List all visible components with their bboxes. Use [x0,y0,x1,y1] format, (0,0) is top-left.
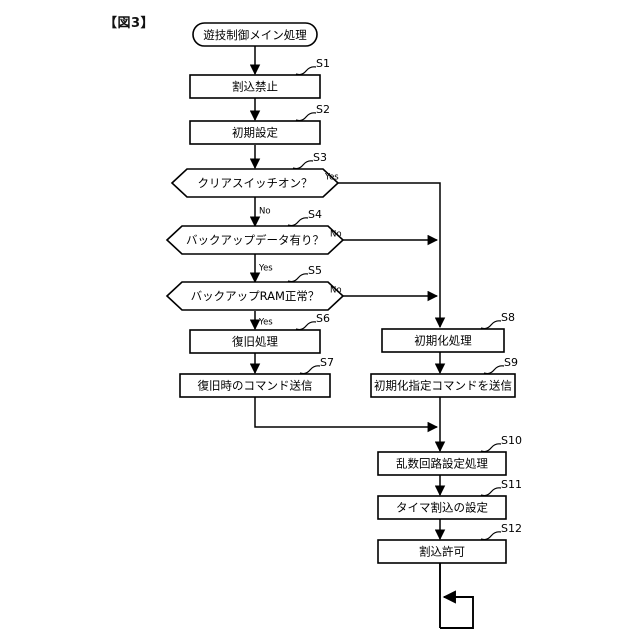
leader-s9 [483,365,505,375]
branch-label-s3-yes: Yes [324,173,339,183]
node-s12-label: 割込許可 [419,545,465,559]
node-s3-label: クリアスイッチオン？ [198,176,313,190]
node-s8-label: 初期化処理 [414,334,472,348]
step-label-s7: S7 [320,356,334,369]
connector-s3-yes-to-s8 [322,182,446,329]
leader-s6 [295,321,317,331]
node-s4-shape [165,225,345,255]
node-s5-shape [165,281,345,311]
leader-s4 [287,217,309,227]
node-s11-shape [377,495,507,520]
node-s2-label: 初期設定 [232,126,278,140]
leader-s5 [287,273,309,283]
branch-label-s5-no: No [330,286,342,296]
branch-label-s3-no: No [259,207,271,217]
leader-s2 [295,112,317,122]
node-s10-label: 乱数回路設定処理 [396,457,488,471]
node-s2-shape [189,120,321,145]
node-start-shape [192,22,318,47]
leader-s11 [480,487,502,497]
figure-number-label: 【図3】 [104,16,155,31]
step-label-s2: S2 [316,103,330,116]
leader-s12 [480,531,502,541]
step-label-s8: S8 [501,311,515,324]
node-s11-label: タイマ割込の設定 [396,501,488,515]
leader-s8 [480,320,502,330]
connector-s7-to-trunk [254,397,439,433]
node-s1-shape [189,74,321,99]
node-s5-label: バックアップRAM正常？ [191,289,320,303]
step-label-s1: S1 [316,57,330,70]
step-label-s5: S5 [308,264,322,277]
step-label-s6: S6 [316,312,330,325]
node-s6-label: 復旧処理 [232,335,278,349]
leader-s7 [299,365,321,375]
leader-s3 [292,160,314,170]
node-s3-shape [170,168,340,198]
node-s10-shape [377,451,507,476]
node-s7-label: 復旧時のコマンド送信 [198,379,313,393]
node-s9-label: 初期化指定コマンドを送信 [374,379,512,393]
node-s1-label: 割込禁止 [232,80,278,94]
connector-infinite-loop [440,590,474,629]
node-s6-shape [189,329,321,354]
node-start-label: 遊技制御メイン処理 [203,28,307,42]
step-label-s11: S11 [501,478,522,491]
branch-label-s4-no: No [330,230,342,240]
node-s8-shape [381,328,505,353]
step-label-s3: S3 [313,151,327,164]
node-s12-shape [377,539,507,564]
node-s4-label: バックアップデータ有り？ [186,233,324,247]
step-label-s12: S12 [501,522,522,535]
branch-label-s5-yes: Yes [258,318,273,328]
node-s9-shape [370,373,516,398]
step-label-s9: S9 [504,356,518,369]
step-label-s10: S10 [501,434,522,447]
leader-s10 [480,443,502,453]
step-label-s4: S4 [308,208,322,221]
leader-s1 [295,66,317,76]
node-s7-shape [179,373,331,398]
branch-label-s4-yes: Yes [258,264,273,274]
